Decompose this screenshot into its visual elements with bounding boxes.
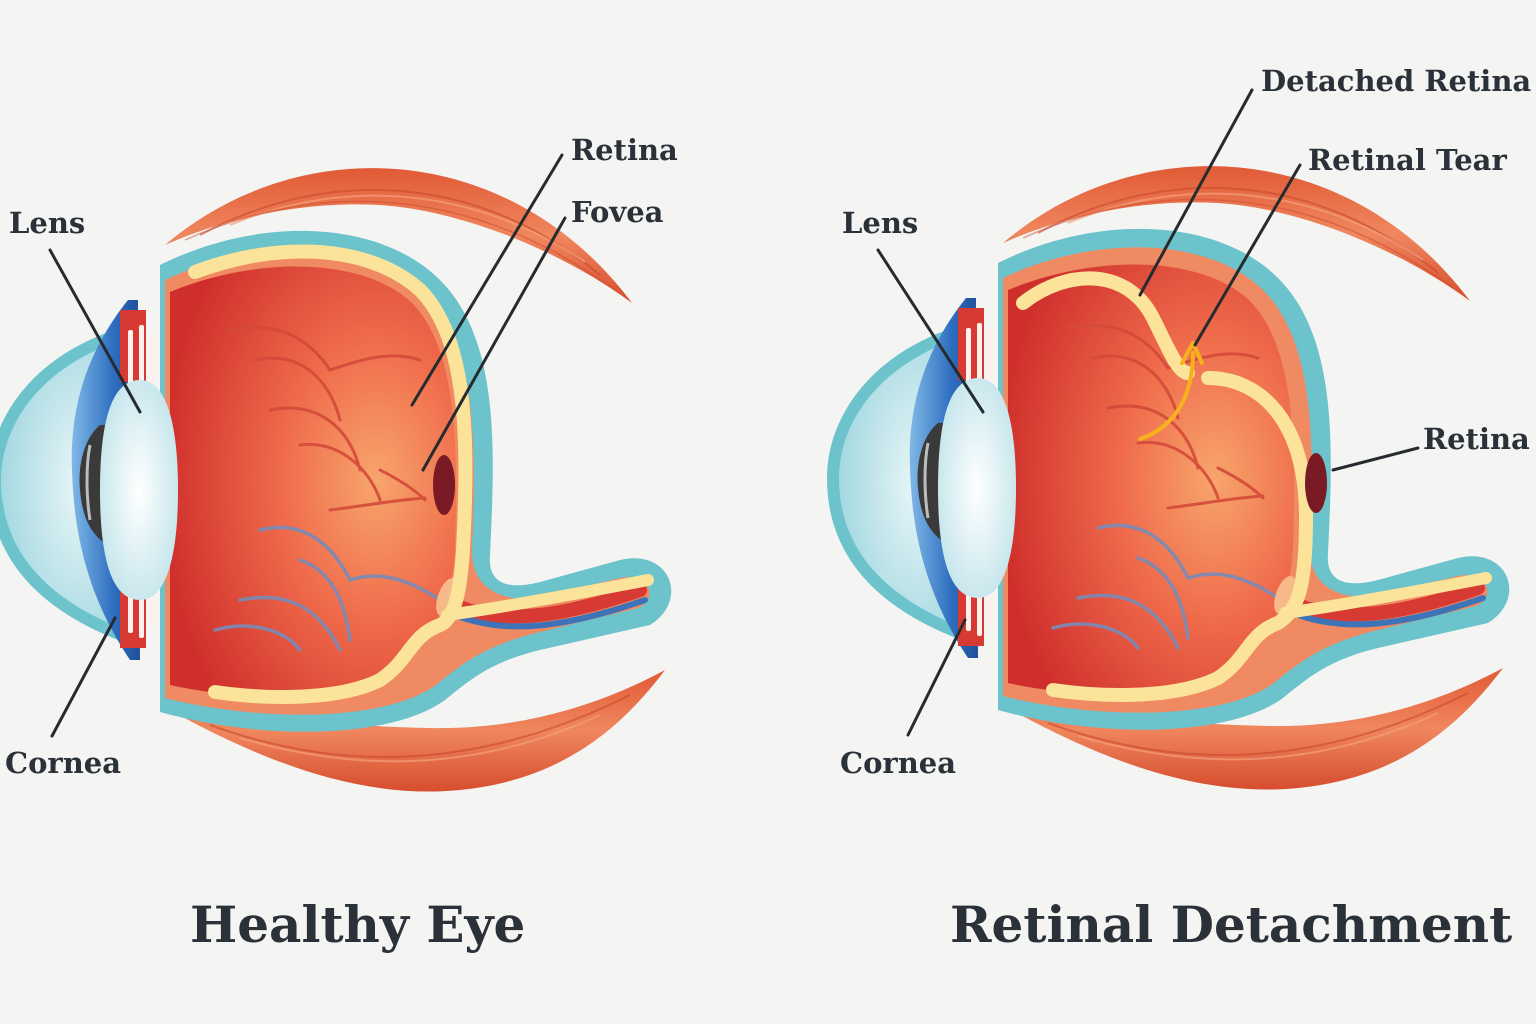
- detached-leader-lines: [876, 88, 1420, 737]
- healthy-retina-layer: [188, 244, 473, 704]
- healthy-fovea-marker: [433, 455, 455, 515]
- healthy-eye-title: Healthy Eye: [190, 895, 525, 954]
- healthy-leader-lines: [48, 153, 567, 738]
- detached-fovea-marker: [1305, 453, 1327, 513]
- attached-retina-layer: [1046, 371, 1314, 702]
- detached-lens-label: Lens: [842, 206, 918, 240]
- retinal-detachment-title: Retinal Detachment: [950, 895, 1512, 954]
- detached-retina-label: Retina: [1423, 422, 1530, 456]
- detached-retina-flap: [1016, 271, 1195, 380]
- healthy-eye-illustration: [0, 168, 671, 791]
- retinal-tear-arrow: [1138, 351, 1195, 441]
- retinal-tear-label: Retinal Tear: [1308, 143, 1507, 177]
- healthy-retina-label: Retina: [571, 133, 678, 167]
- healthy-fovea-label: Fovea: [571, 195, 664, 229]
- detached-cornea-label: Cornea: [840, 746, 956, 780]
- detached-retina-flap-label: Detached Retina: [1261, 64, 1531, 98]
- detached-eye-illustration: [833, 166, 1509, 789]
- healthy-cornea-label: Cornea: [5, 746, 121, 780]
- healthy-lens-label: Lens: [9, 206, 85, 240]
